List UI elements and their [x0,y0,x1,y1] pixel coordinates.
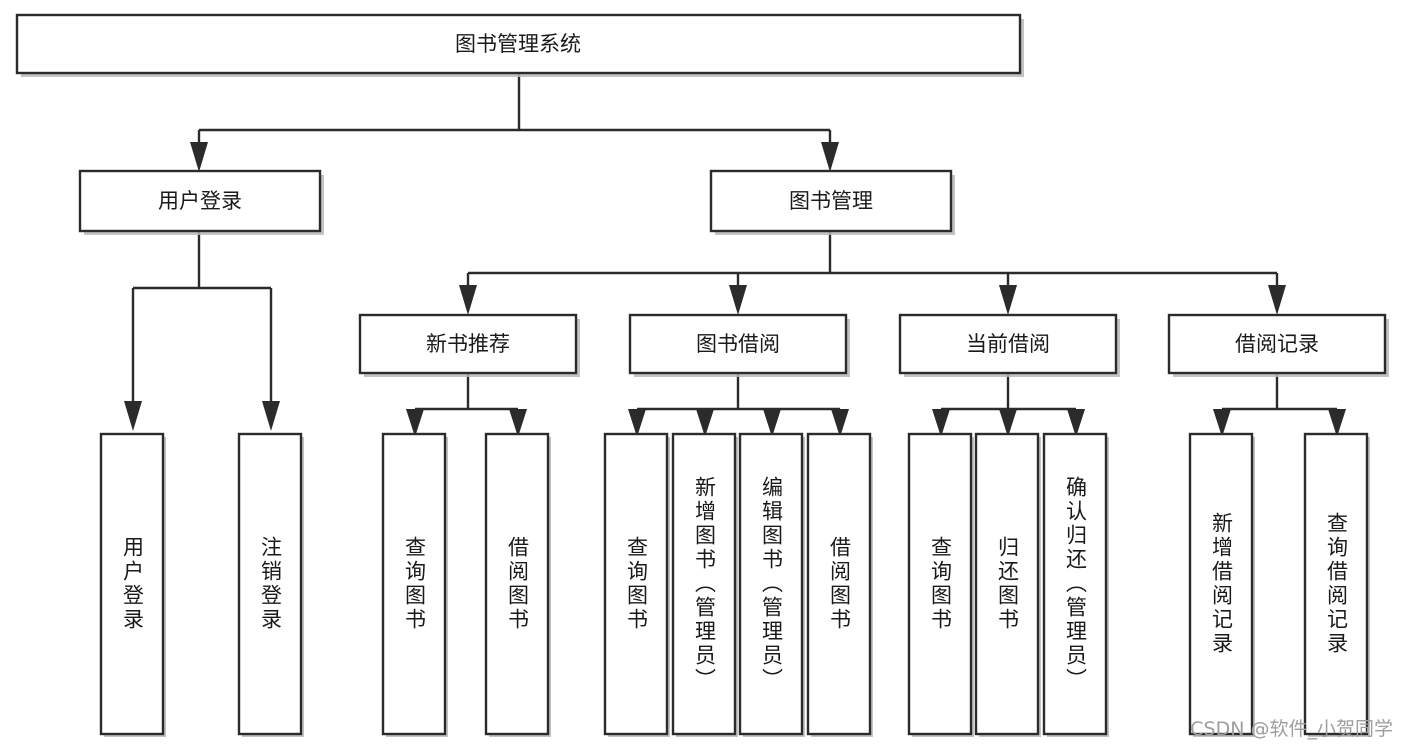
node-new-book-recommend-label: 新书推荐 [426,332,510,356]
leaf-box-currentborrow-2[interactable] [974,432,1040,736]
arrow-head-bookmgmt [821,142,839,172]
arrow-head-leaf-bookborrow-4 [831,409,849,437]
node-book-borrow[interactable]: 图书借阅 [628,313,848,375]
leaf-box-bookborrow-3[interactable] [738,432,804,736]
arrow-head-leaf-user-login-2 [262,401,280,431]
node-new-book-recommend[interactable]: 新书推荐 [358,313,578,375]
leaf-box-newbook-1[interactable] [381,432,447,736]
connector-group-root [190,73,839,172]
arrow-head-leaf-bookborrow-2 [696,409,714,437]
arrow-head-newbook [459,285,477,315]
arrow-head-currentborrow [999,285,1017,315]
arrow-head-leaf-currentborrow-3 [1067,409,1085,437]
node-user-login-label: 用户登录 [158,189,242,213]
leaf-box-user-login-2[interactable] [237,432,303,736]
arrow-head-borrowrecord [1268,285,1286,315]
connector-group-userlogin [124,231,280,431]
arrow-head-leaf-newbook-1 [406,409,424,437]
arrow-head-leaf-currentborrow-1 [932,409,950,437]
leaf-box-borrowrecord-2[interactable] [1303,432,1369,736]
arrow-head-bookborrow [729,285,747,315]
arrow-head-leaf-user-login-1 [124,401,142,431]
node-book-management-label: 图书管理 [789,189,873,213]
connector-group-borrowrecord [1213,372,1346,437]
leaf-box-bookborrow-1[interactable] [603,432,669,736]
connector-group-bookmgmt [459,231,1286,315]
node-borrow-record[interactable]: 借阅记录 [1167,313,1387,375]
node-book-management[interactable]: 图书管理 [709,169,953,233]
arrow-head-leaf-currentborrow-2 [999,409,1017,437]
node-root[interactable]: 图书管理系统 [15,13,1022,75]
arrow-head-userlogin [190,142,208,172]
arrow-head-leaf-borrowrecord-2 [1328,409,1346,437]
connector-group-bookborrow [628,372,849,437]
arrow-head-leaf-borrowrecord-1 [1213,409,1231,437]
connector-group-newbook [406,372,527,437]
leaf-box-currentborrow-1[interactable] [907,432,973,736]
node-current-borrow-label: 当前借阅 [966,332,1050,356]
arrow-head-leaf-bookborrow-3 [763,409,781,437]
leaf-box-newbook-2[interactable] [484,432,550,736]
leaf-boxes [99,432,1369,736]
node-borrow-record-label: 借阅记录 [1235,332,1319,356]
arrow-head-leaf-newbook-2 [509,409,527,437]
leaf-box-user-login-1[interactable] [99,432,165,736]
leaf-box-bookborrow-2[interactable] [671,432,737,736]
leaf-box-currentborrow-3[interactable] [1042,432,1108,736]
leaf-box-bookborrow-4[interactable] [806,432,872,736]
leaf-box-borrowrecord-1[interactable] [1188,432,1254,736]
connector-group-currentborrow [932,372,1085,437]
arrow-head-leaf-bookborrow-1 [628,409,646,437]
node-current-borrow[interactable]: 当前借阅 [898,313,1118,375]
node-book-borrow-label: 图书借阅 [696,332,780,356]
node-user-login[interactable]: 用户登录 [78,169,322,233]
node-root-label: 图书管理系统 [455,32,581,56]
